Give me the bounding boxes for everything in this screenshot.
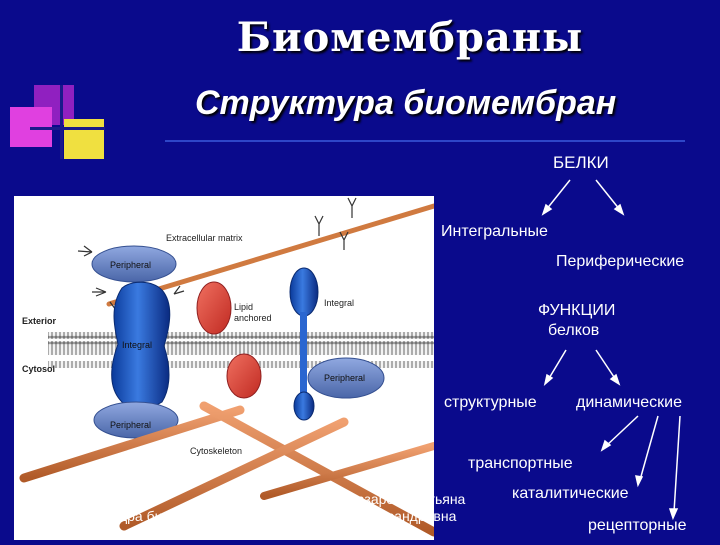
label-integral-right: Integral bbox=[324, 298, 354, 308]
dynamic-arrows bbox=[600, 415, 681, 521]
red-cytosolic-protein bbox=[226, 353, 262, 399]
footer-author-line1: Назарова Татьяна bbox=[346, 491, 466, 507]
extracellular-matrix-fiber bbox=[106, 203, 437, 307]
proteins-peripheral: Периферические bbox=[556, 253, 685, 270]
slide-title: Биомембраны bbox=[236, 14, 584, 61]
integral-protein-right-tail bbox=[293, 391, 315, 421]
membrane-diagram: Extracellular matrix Peripheral Integral… bbox=[19, 197, 439, 537]
arrow-to-receptor bbox=[673, 415, 681, 513]
arrowhead-catalytic-icon bbox=[635, 475, 644, 488]
arrow-to-structural bbox=[547, 349, 567, 381]
arrowhead-dynamic-icon bbox=[609, 373, 621, 386]
functions-transport: транспортные bbox=[468, 455, 573, 472]
arrow-to-peripheral bbox=[595, 179, 621, 211]
arrow-to-integral bbox=[545, 179, 571, 211]
cytoskeleton-fiber-3 bbox=[119, 417, 349, 531]
label-peripheral-bottom: Peripheral bbox=[110, 420, 151, 430]
arrow-to-catalytic bbox=[639, 415, 659, 481]
footer-author: Назарова Татьяна Александровна bbox=[336, 491, 476, 525]
proteins-header: БЕЛКИ bbox=[553, 153, 609, 172]
functions-receptor: рецепторные bbox=[588, 517, 687, 534]
label-extracellular-matrix: Extracellular matrix bbox=[166, 233, 243, 243]
label-integral-left: Integral bbox=[122, 340, 152, 350]
peripheral-protein-bottom bbox=[93, 401, 179, 439]
functions-header-line2: белков bbox=[548, 322, 600, 339]
cytoskeleton-fiber-2 bbox=[199, 401, 439, 537]
label-cytosol: Cytosol bbox=[22, 364, 55, 374]
arrowhead-transport-icon bbox=[600, 439, 612, 452]
cytoskeleton-fiber-1 bbox=[19, 405, 245, 483]
arrow-to-dynamic bbox=[595, 349, 617, 381]
footer-author-line2: Александровна bbox=[355, 508, 457, 524]
label-cytoskeleton: Cytoskeleton bbox=[190, 446, 242, 456]
arrow-to-transport bbox=[605, 415, 639, 447]
deco-horizontal-line bbox=[30, 127, 105, 130]
arrowhead-peripheral-icon bbox=[613, 203, 625, 216]
label-peripheral-top: Peripheral bbox=[110, 260, 151, 270]
label-peripheral-right: Peripheral bbox=[324, 373, 365, 383]
cytoskeleton-fiber-4 bbox=[260, 442, 438, 500]
integral-protein-right-stalk bbox=[300, 312, 307, 402]
label-lipid-anchored-2: anchored bbox=[234, 313, 272, 323]
functions-structural: структурные bbox=[444, 394, 537, 411]
slide-subtitle: Структура биомембран bbox=[195, 84, 617, 122]
label-exterior: Exterior bbox=[22, 316, 57, 326]
integral-protein-left bbox=[111, 281, 171, 409]
functions-arrows bbox=[543, 349, 621, 386]
peripheral-protein-right bbox=[307, 357, 385, 399]
membrane-figure: Extracellular matrix Peripheral Integral… bbox=[14, 196, 439, 540]
peripheral-protein-top bbox=[91, 245, 177, 283]
integral-protein-right-head bbox=[289, 267, 319, 317]
arrowhead-receptor-icon bbox=[668, 508, 679, 521]
title-divider bbox=[165, 140, 685, 142]
functions-catalytic: каталитические bbox=[512, 485, 629, 502]
footer-department: Кафедра биохимии bbox=[84, 508, 211, 524]
arrowhead-structural-icon bbox=[543, 373, 554, 386]
decorative-squares bbox=[10, 85, 105, 160]
proteins-integral: Интегральные bbox=[441, 223, 548, 240]
deco-square-yellow bbox=[64, 119, 104, 159]
proteins-arrows bbox=[541, 179, 625, 216]
arrowhead-integral-icon bbox=[541, 203, 553, 216]
functions-dynamic: динамические bbox=[576, 394, 683, 411]
functions-header-line1: ФУНКЦИИ bbox=[538, 302, 616, 319]
label-lipid-anchored-1: Lipid bbox=[234, 302, 253, 312]
deco-vertical-line bbox=[60, 85, 63, 159]
lipid-anchored-protein bbox=[196, 281, 232, 335]
